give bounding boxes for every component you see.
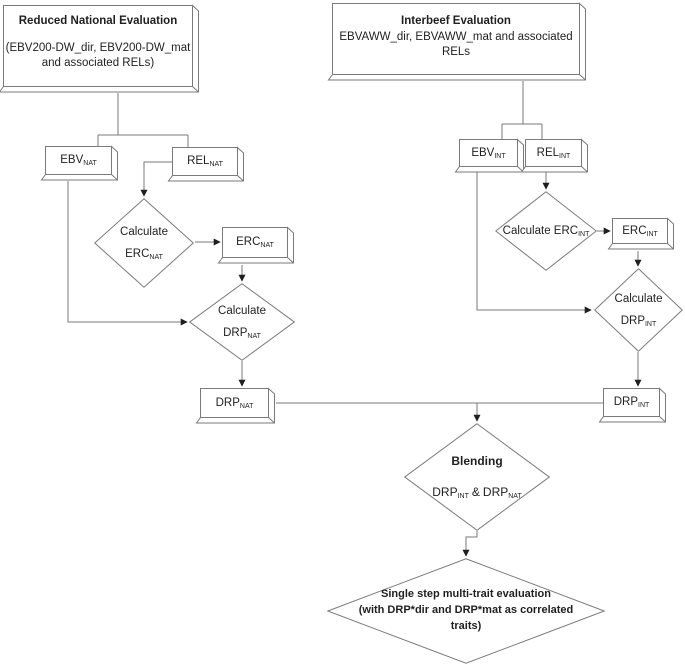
ebv-int-label: EBVINT: [471, 146, 505, 160]
ebv-nat-sub: NAT: [83, 160, 97, 168]
drp-nat-main: DRP: [215, 396, 240, 409]
calculate-drp-int-line2: DRPINT: [615, 314, 663, 328]
edge-ebvnat-to-calcdrpnat: [67, 181, 188, 326]
erc-nat-label: ERCNAT: [236, 235, 274, 249]
single-step-line1: Single step multi-trait evaluation: [381, 588, 551, 601]
calculate-drp-int-line1: Calculate: [614, 293, 663, 306]
reduced-national-label: Reduced National Evaluation (EBV200-DW_d…: [3, 5, 193, 70]
calculate-erc-int-word: Calculate: [502, 224, 551, 237]
calculate-erc-nat-line1: Calculate: [120, 226, 168, 239]
interbeef-title: Interbeef Evaluation: [401, 15, 511, 27]
node-calculate-drp-nat: Calculate DRPNAT: [189, 283, 295, 361]
drp-int-main: DRP: [613, 396, 638, 409]
blending-line: DRPINT&DRPNAT: [432, 484, 522, 500]
node-rel-nat: RELNAT: [167, 146, 244, 182]
calculate-drp-nat-main: DRP: [223, 326, 248, 339]
rel-nat-sub: NAT: [209, 161, 223, 169]
erc-nat-main: ERC: [236, 236, 261, 249]
drp-int-label: DRPINT: [614, 395, 650, 409]
node-rel-int: RELINT: [520, 138, 588, 173]
blending-ampersand: &: [471, 484, 480, 499]
edge-relnat-to-calcercnat: [140, 161, 172, 197]
edge-reduced-split: [97, 93, 189, 147]
calculate-drp-nat-line2: DRPNAT: [218, 326, 266, 340]
rel-int-sub: INT: [559, 152, 571, 160]
calculate-erc-nat-line2: ERCNAT: [120, 247, 168, 261]
node-single-step-evaluation: Single step multi-trait evaluation (with…: [327, 558, 605, 664]
node-drp-nat: DRPNAT: [195, 387, 275, 424]
rel-nat-main: REL: [187, 155, 210, 168]
erc-int-sub: INT: [646, 230, 658, 238]
reduced-national-title: Reduced National Evaluation: [18, 15, 178, 27]
node-reduced-national-evaluation: Reduced National Evaluation (EBV200-DW_d…: [0, 4, 199, 93]
node-erc-nat: ERCNAT: [217, 226, 294, 264]
ebv-int-sub: INT: [494, 152, 506, 160]
blending-drp-nat-sub: NAT: [508, 492, 522, 500]
calculate-erc-int-main: ERC: [553, 224, 579, 237]
calculate-erc-nat-main: ERC: [125, 247, 150, 260]
edge-ebvint-to-calcdrpint: [476, 172, 592, 314]
node-drp-int: DRPINT: [598, 387, 666, 423]
single-step-label: Single step multi-trait evaluation (with…: [359, 587, 574, 635]
ebv-int-main: EBV: [471, 146, 495, 159]
calculate-erc-nat-sub: NAT: [149, 253, 163, 261]
blending-drp-nat-main: DRP: [482, 484, 509, 499]
interbeef-label: Interbeef Evaluation EBVAWW_dir, EBVAWW_…: [332, 3, 580, 59]
blending-label: Blending DRPINT&DRPNAT: [432, 454, 521, 500]
single-step-line2: (with DRP*dir and DRP*mat as correlated: [358, 604, 574, 617]
reduced-national-line2: and associated RELs): [41, 56, 155, 69]
node-blending: Blending DRPINT&DRPNAT: [404, 423, 550, 531]
drp-nat-sub: NAT: [239, 402, 254, 410]
rel-int-label: RELINT: [537, 146, 571, 160]
interbeef-line2: RELs: [441, 45, 471, 58]
rel-int-main: REL: [536, 146, 560, 159]
edge-blending-to-singlestep: [462, 531, 478, 557]
drp-int-sub: INT: [638, 402, 650, 410]
calculate-drp-nat-sub: NAT: [247, 332, 261, 340]
erc-nat-sub: NAT: [260, 242, 274, 250]
node-ebv-int: EBVINT: [454, 138, 524, 173]
calculate-erc-int-label: Calculate ERCINT: [503, 224, 590, 238]
calculate-drp-nat-line1: Calculate: [218, 305, 266, 318]
interbeef-line1: EBVAWW_dir, EBVAWW_mat and associated: [339, 31, 573, 44]
rel-nat-label: RELNAT: [187, 154, 223, 168]
blending-title: Blending: [451, 453, 503, 468]
calculate-drp-int-main: DRP: [620, 314, 645, 327]
calculate-drp-int-label: Calculate DRPINT: [615, 292, 663, 328]
node-erc-int: ERCINT: [607, 217, 674, 250]
erc-int-main: ERC: [622, 224, 647, 237]
node-calculate-drp-int: Calculate DRPINT: [594, 268, 683, 352]
ebv-nat-main: EBV: [60, 154, 84, 167]
node-calculate-erc-nat: Calculate ERCNAT: [94, 198, 194, 288]
drp-nat-label: DRPNAT: [216, 396, 254, 410]
single-step-line3: traits): [450, 619, 482, 632]
calculate-drp-int-sub: INT: [644, 320, 657, 328]
ebv-nat-label: EBVNAT: [60, 153, 97, 167]
blending-drp-int-main: DRP: [432, 484, 458, 499]
erc-int-label: ERCINT: [622, 224, 658, 238]
calculate-erc-int-sub: INT: [578, 230, 590, 238]
node-calculate-erc-int: Calculate ERCINT: [495, 191, 597, 271]
calculate-drp-nat-label: Calculate DRPNAT: [218, 304, 266, 340]
calculate-erc-nat-label: Calculate ERCNAT: [120, 225, 168, 261]
edge-interbeef-split: [501, 81, 543, 139]
node-ebv-nat: EBVNAT: [40, 145, 118, 181]
blending-drp-int-sub: INT: [457, 492, 469, 500]
reduced-national-line1: (EBV200-DW_dir, EBV200-DW_mat: [5, 42, 191, 55]
node-interbeef-evaluation: Interbeef Evaluation EBVAWW_dir, EBVAWW_…: [327, 2, 586, 81]
